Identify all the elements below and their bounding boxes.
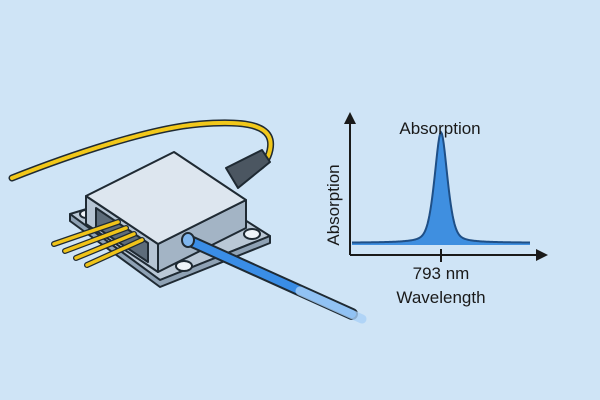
mounting-hole-right: [243, 228, 261, 240]
output-fiber-ferrule: [181, 232, 195, 248]
laser-diode-module: [8, 119, 367, 324]
mounting-flange-edge: [69, 213, 271, 288]
absorption-chart: Absorption Absorption 793 nm Wavelength: [324, 112, 548, 307]
x-axis-label: Wavelength: [396, 288, 485, 307]
housing-window: [95, 207, 149, 263]
output-fiber-glow: [295, 286, 367, 324]
housing-top-face: [85, 151, 247, 245]
electrical-pin: [74, 232, 136, 260]
mounting-hole-front: [175, 260, 193, 272]
absorption-peak-area: [352, 132, 530, 245]
x-axis-arrow: [536, 249, 548, 261]
grey-pigtail-boot: [225, 149, 271, 189]
chart-title: Absorption: [399, 119, 480, 138]
electrical-pins: [51, 219, 145, 268]
x-tick-label: 793 nm: [413, 264, 470, 283]
y-axis-label: Absorption: [324, 164, 343, 245]
electrical-pin: [63, 226, 128, 253]
electrical-pin: [52, 220, 120, 246]
electrical-pin: [85, 238, 144, 267]
absorption-peak-line: [351, 130, 531, 244]
y-axis-arrow: [344, 112, 356, 124]
